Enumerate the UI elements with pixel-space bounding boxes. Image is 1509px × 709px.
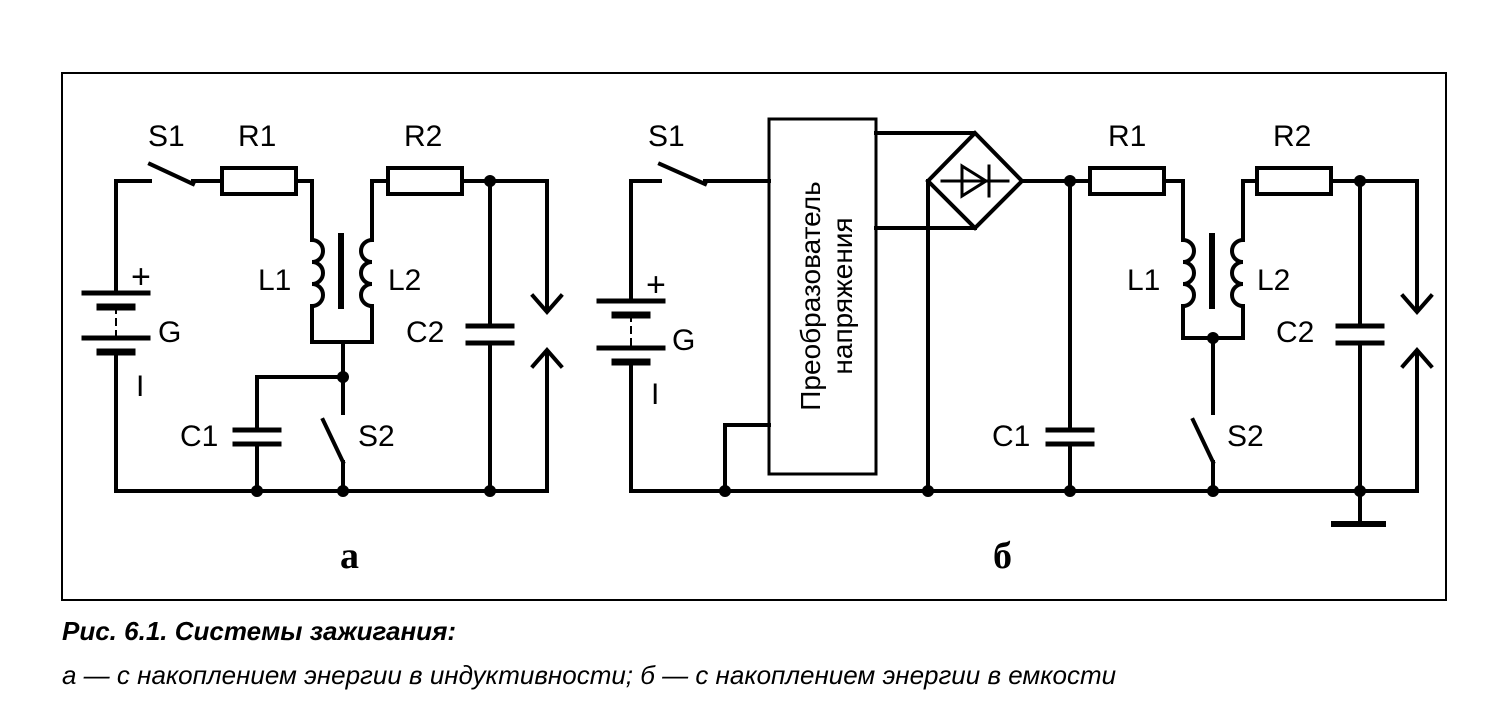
- b-label-c2: C2: [1276, 316, 1314, 349]
- a-inductor-l2: [359, 237, 375, 309]
- a-node: [484, 485, 496, 497]
- a-label-l2: L2: [388, 264, 421, 297]
- b-node: [1207, 332, 1219, 344]
- b-node: [1064, 485, 1076, 497]
- b-label-l1: L1: [1127, 264, 1160, 297]
- circuit-a: [81, 161, 564, 493]
- a-label-r2: R2: [404, 120, 442, 153]
- b-voltage-converter: [767, 117, 878, 476]
- a-label-c1: C1: [180, 420, 218, 453]
- b-resistor-r2: [1255, 166, 1333, 196]
- a-label-minus: I: [136, 370, 144, 403]
- converter-label-line1: Преобразователь: [795, 181, 826, 410]
- b-battery-g: [596, 298, 666, 366]
- a-label-g: G: [158, 316, 181, 349]
- a-switch-s2: [320, 417, 346, 493]
- a-switch-s1: [114, 161, 224, 187]
- a-label-plus: +: [131, 258, 151, 296]
- a-label-s1: S1: [148, 120, 185, 153]
- a-node: [337, 485, 349, 497]
- a-node: [337, 371, 349, 383]
- b-label-minus: I: [651, 378, 659, 411]
- caption-text: а — с накоплением энергии в индуктивност…: [62, 660, 1117, 690]
- b-node: [719, 485, 731, 497]
- circuit-b: [596, 117, 1434, 527]
- a-battery-g: [81, 290, 151, 356]
- b-label-s1: S1: [648, 120, 685, 153]
- subfig-label-a: а: [340, 535, 359, 577]
- a-label-c2: C2: [406, 316, 444, 349]
- b-label-s2: S2: [1227, 420, 1264, 453]
- a-capacitor-c2: [465, 323, 515, 346]
- b-node: [1064, 175, 1076, 187]
- b-node: [1354, 175, 1366, 187]
- b-spark-gap: [1400, 293, 1434, 493]
- b-capacitor-c2: [1335, 323, 1385, 346]
- b-node: [1207, 485, 1219, 497]
- b-inductor-l1: [1180, 237, 1196, 309]
- a-node: [251, 485, 263, 497]
- figure-frame: [61, 72, 1447, 601]
- b-switch-s1: [629, 161, 771, 187]
- a-resistor-r2: [386, 166, 464, 196]
- a-resistor-r1: [220, 166, 298, 196]
- a-inductor-l1: [309, 237, 325, 309]
- a-capacitor-c1: [232, 427, 282, 447]
- b-switch-s2: [1190, 417, 1216, 493]
- b-label-plus: +: [646, 266, 666, 304]
- a-label-l1: L1: [258, 264, 291, 297]
- b-label-g: G: [672, 324, 695, 357]
- b-label-r2: R2: [1273, 120, 1311, 153]
- subfig-label-b: б: [993, 535, 1012, 577]
- b-inductor-l2: [1230, 237, 1246, 309]
- caption-title: Рис. 6.1. Системы зажигания:: [62, 616, 457, 646]
- b-label-c1: C1: [992, 420, 1030, 453]
- b-capacitor-c1: [1045, 427, 1095, 447]
- a-spark-gap: [530, 293, 564, 493]
- a-label-s2: S2: [358, 420, 395, 453]
- b-resistor-r1: [1088, 166, 1166, 196]
- b-label-r1: R1: [1108, 120, 1146, 153]
- b-label-l2: L2: [1257, 264, 1290, 297]
- b-diode-bridge: [940, 163, 1010, 199]
- b-node: [1354, 485, 1366, 497]
- a-node: [484, 175, 496, 187]
- b-node: [922, 485, 934, 497]
- converter-label-line2: напряжения: [827, 217, 858, 374]
- a-label-r1: R1: [238, 120, 276, 153]
